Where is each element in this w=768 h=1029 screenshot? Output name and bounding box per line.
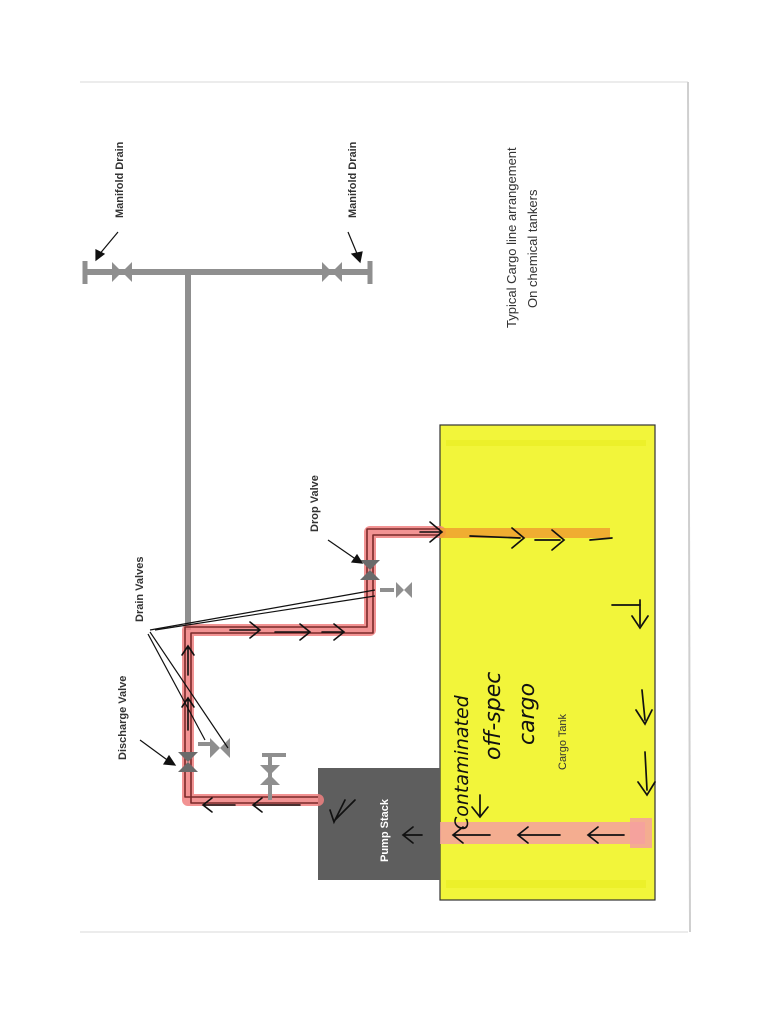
drain-valves-label: Drain Valves [134,557,146,622]
title-line-1: Typical Cargo line arrangement [504,147,519,328]
drain-valve-pump [260,753,286,800]
suction-line [440,822,645,844]
cargo-tank [439,424,656,901]
drop-valve-label: Drop Valve [309,475,321,532]
drop-line [440,528,610,538]
manifold-drain-label-bottom: Manifold Drain [347,141,359,218]
handwritten-off-spec: off-spec [481,672,506,760]
handwritten-contaminated: Contaminated [451,694,473,830]
manifold-drain-label-top: Manifold Drain [114,141,126,218]
manifold-valves [112,262,342,282]
handwritten-cargo: cargo [515,683,540,745]
flow-arrows-pipe [181,521,444,813]
highlighter-streak [446,440,646,446]
drain-valve-small [198,582,412,758]
pump-stack-label: Pump Stack [379,798,391,862]
suction-bellmouth [630,818,652,848]
drop-valve-symbol [360,560,380,580]
flow-arrows-tank [329,527,656,844]
manifold-pipes [85,269,370,630]
manifold-flanges [82,261,373,284]
pump-stack [318,768,440,880]
cargo-pipe [184,528,440,804]
label-leader-arrows [95,231,364,766]
drain-valve-leaders [147,589,376,749]
discharge-valve-label: Discharge Valve [117,676,129,760]
discharge-valve-symbol [178,752,198,772]
cargo-tank-label: Cargo Tank [557,713,569,770]
highlighted-cargo-line [182,526,446,806]
page-edge-right [687,81,691,933]
title-line-2: On chemical tankers [525,189,540,308]
highlighter-streak [446,880,646,888]
